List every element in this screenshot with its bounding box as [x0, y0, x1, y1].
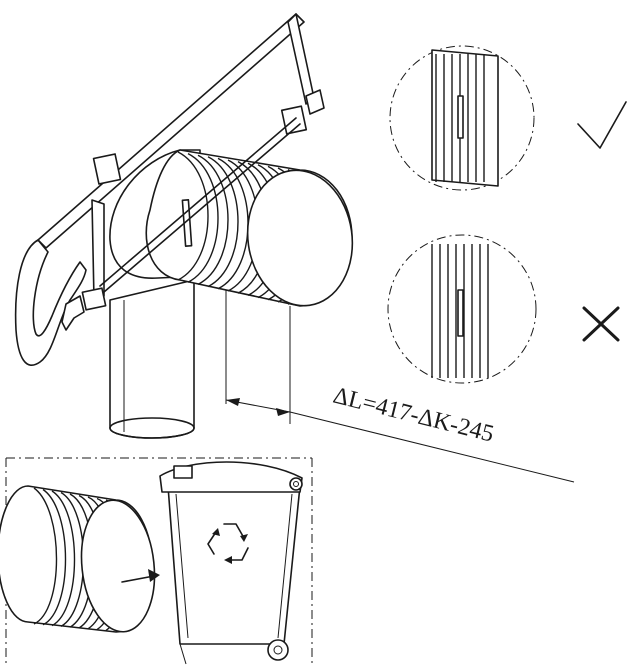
recycle-symbol-icon: [207, 523, 249, 564]
discard-panel: [0, 457, 313, 665]
length-formula: ΔL=417-ΔK-245: [331, 383, 497, 448]
detail-correct-cut: [389, 45, 627, 191]
saw-blade: [99, 117, 297, 287]
pipe-rib: [51, 490, 76, 627]
cross-mark-icon: [582, 306, 620, 342]
pipe-rib: [33, 487, 58, 625]
arrow-icon: [121, 569, 160, 583]
pipe-rib: [207, 156, 239, 288]
recycle-bin-icon: [159, 461, 303, 665]
corrugated-pipe-icon: [109, 149, 354, 307]
pipe-rib: [197, 154, 229, 286]
check-mark-icon: [577, 101, 627, 149]
cut-pipe-piece: [0, 485, 156, 633]
pipe-rib: [187, 152, 219, 283]
pipe-rib: [177, 151, 209, 281]
vertical-pipe: [109, 279, 195, 439]
dimension-lines: ΔL=417-ΔK-245: [225, 290, 575, 483]
pipe-rib: [42, 488, 67, 626]
detail-wrong-cut: [387, 234, 620, 384]
